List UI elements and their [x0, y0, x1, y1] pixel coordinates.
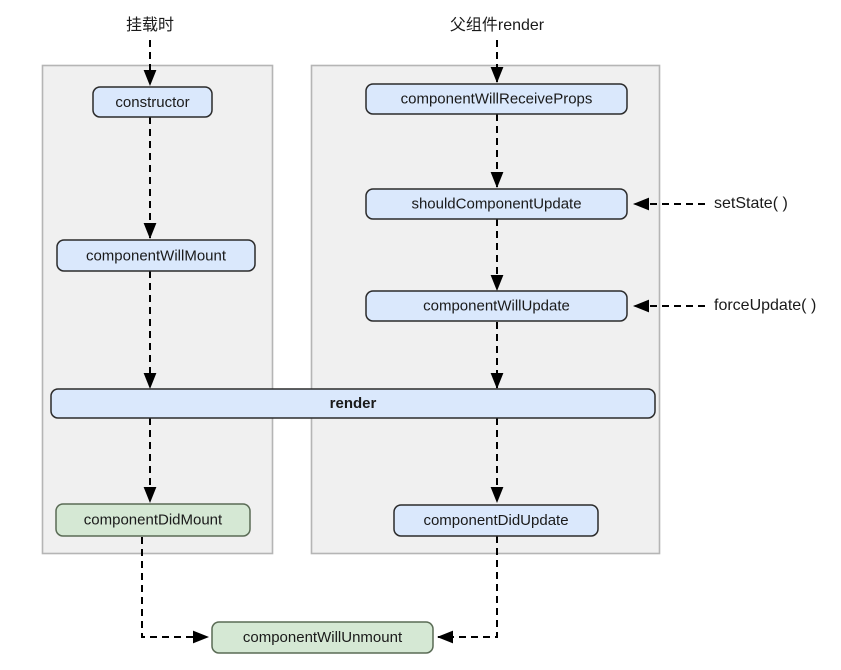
node-component-will-receive-props[interactable]: componentWillReceiveProps	[365, 83, 628, 115]
updating-phase-title: 父组件render	[450, 16, 545, 34]
node-component-did-update[interactable]: componentDidUpdate	[393, 504, 599, 537]
node-component-did-mount-label: componentDidMount	[84, 511, 223, 528]
node-constructor-label: constructor	[115, 94, 189, 111]
node-render-label: render	[330, 395, 377, 412]
node-component-will-unmount[interactable]: componentWillUnmount	[211, 621, 434, 654]
label-force-update: forceUpdate( )	[714, 297, 816, 314]
node-component-will-mount[interactable]: componentWillMount	[56, 239, 256, 272]
node-component-did-mount[interactable]: componentDidMount	[55, 503, 251, 537]
label-set-state: setState( )	[714, 195, 788, 212]
mounting-phase-title: 挂载时	[126, 16, 174, 34]
node-component-will-mount-label: componentWillMount	[86, 247, 227, 264]
edge-didmount-to-willunmount	[141, 537, 209, 644]
node-component-will-update-label: componentWillUpdate	[423, 297, 570, 314]
node-should-component-update[interactable]: shouldComponentUpdate	[365, 188, 628, 220]
node-component-did-update-label: componentDidUpdate	[423, 512, 568, 529]
node-constructor[interactable]: constructor	[92, 86, 213, 118]
node-component-will-unmount-label: componentWillUnmount	[243, 629, 403, 646]
edge-didupdate-to-willunmount	[437, 536, 498, 644]
node-render[interactable]: render	[50, 388, 656, 419]
node-should-component-update-label: shouldComponentUpdate	[411, 195, 581, 212]
node-component-will-receive-props-label: componentWillReceiveProps	[401, 90, 593, 107]
node-component-will-update[interactable]: componentWillUpdate	[365, 290, 628, 322]
mounting-phase-container	[41, 64, 274, 555]
